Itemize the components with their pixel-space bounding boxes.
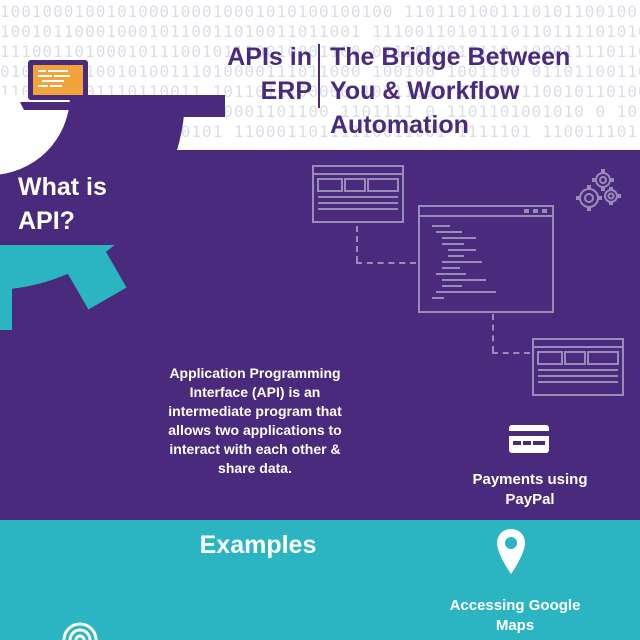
browser-window-icon (312, 165, 404, 223)
maps-example-label: Accessing Google Maps (449, 597, 581, 634)
binary-pattern-row: 1001000100101000100010001010100100100 11… (0, 2, 640, 21)
binary-pattern-row: 1110011010001011100101110010001100 01110… (0, 42, 640, 61)
what-is-api-heading: What is API? (18, 173, 107, 235)
code-window-icon (418, 205, 554, 313)
examples-heading: Examples (199, 531, 317, 559)
teal-band (0, 520, 640, 640)
map-pin-icon (497, 529, 525, 574)
browser-window-icon (532, 338, 624, 396)
api-definition: Application Programming Interface (API) … (168, 365, 342, 476)
page-title: APIs in ERP The Bridge Between You & Wor… (225, 40, 620, 139)
payments-example-label: Payments using PayPal (472, 471, 588, 508)
binary-pattern-row: 0101101010010100111010000111011000 10010… (0, 62, 640, 81)
cogs-icon (576, 169, 621, 211)
credit-card-icon (509, 425, 549, 453)
title-left: APIs in ERP (227, 43, 312, 105)
title-divider (318, 44, 320, 108)
title-right: The Bridge Between You & Workflow Automa… (330, 43, 571, 139)
binary-pattern-row: 1001011000100010110011010011011001 11100… (0, 22, 640, 41)
connector-line (356, 262, 416, 264)
signal-waves-icon (62, 622, 98, 640)
laptop-icon (20, 60, 96, 110)
connector-line (356, 226, 358, 262)
connector-line (492, 352, 530, 354)
connector-line (492, 314, 494, 352)
